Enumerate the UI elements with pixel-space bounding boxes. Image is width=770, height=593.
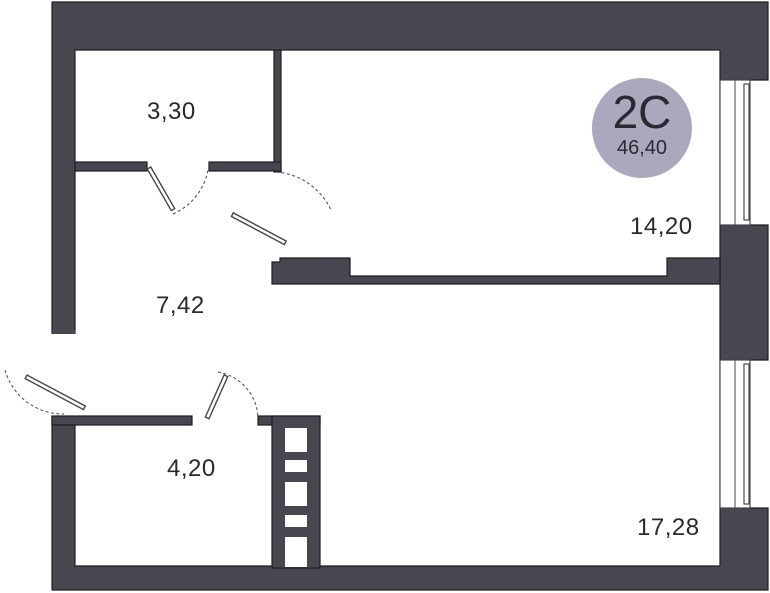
room-area-kitchen-living: 14,20 [630, 213, 693, 240]
apartment-type-badge: 2С 46,40 [592, 78, 692, 178]
room-area-bedroom: 17,28 [637, 514, 700, 541]
vent-shaft-3 [285, 482, 307, 506]
entrance-door [4, 369, 87, 415]
vent-shaft-2 [285, 460, 307, 472]
vent-shaft-1 [285, 428, 307, 452]
partition-wall [271, 257, 721, 285]
storage-bottom-wall-right [208, 161, 282, 172]
left-wall-upper-edge [52, 330, 75, 334]
apartment-total-area: 46,40 [616, 137, 668, 159]
room-area-bathroom: 4,20 [167, 455, 216, 482]
window-lower [719, 359, 751, 509]
bathroom-top-wall-left [51, 415, 193, 426]
living-door [230, 171, 332, 246]
apartment-type: 2С [612, 86, 672, 138]
window-upper [719, 79, 751, 226]
storage-right-wall [273, 49, 282, 173]
room-area-storage: 3,30 [147, 98, 196, 125]
bathroom-door [204, 371, 259, 420]
vent-shaft-5 [285, 537, 307, 567]
storage-door [146, 166, 209, 215]
storage-bottom-wall-left [74, 161, 148, 172]
room-area-hall: 7,42 [156, 292, 205, 319]
vent-shaft-4 [285, 515, 307, 527]
